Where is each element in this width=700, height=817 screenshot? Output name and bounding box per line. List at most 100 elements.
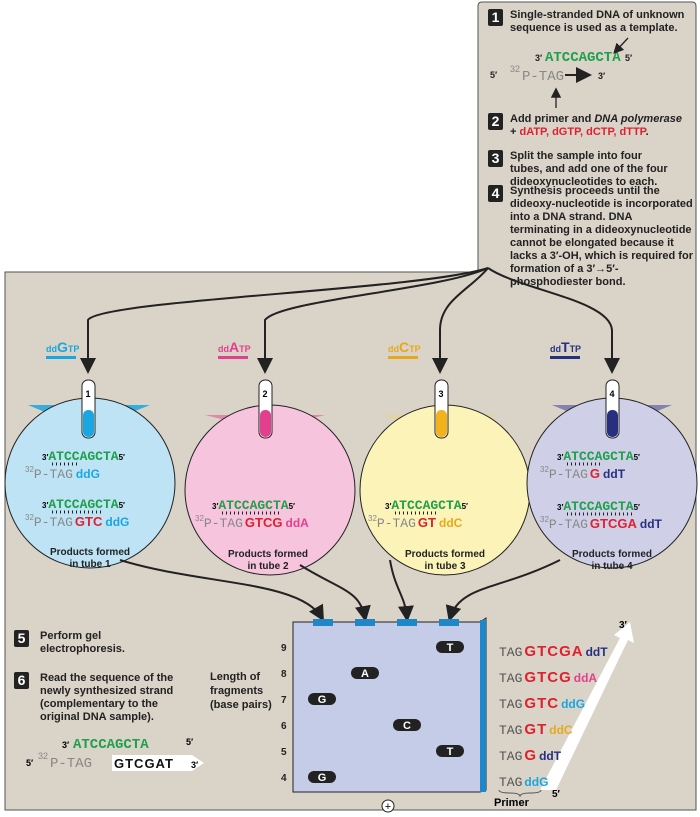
gel-bands: T A G C T G — [308, 641, 464, 784]
tube-4: 4 — [605, 379, 620, 439]
svg-text:GTCGAT: GTCGAT — [114, 756, 174, 771]
step-5-text: Perform gel electrophoresis. — [40, 630, 125, 655]
step-3-number: 3 — [488, 150, 503, 167]
length-label: Length of fragments (base pairs) — [210, 671, 272, 711]
gel-band: G — [308, 693, 336, 706]
svg-text:3: 3 — [438, 389, 443, 399]
svg-text:Length of: Length of — [210, 671, 260, 683]
svg-text:3′: 3′ — [191, 760, 198, 770]
length-tick-label: 8 — [281, 669, 287, 680]
gel-band: T — [436, 641, 464, 654]
svg-text:4: 4 — [609, 389, 614, 399]
step-6-number: 6 — [14, 672, 29, 689]
tube-2: 2 — [258, 379, 273, 439]
svg-text:ddGTP: ddGTP — [46, 339, 79, 355]
svg-text:32: 32 — [38, 751, 48, 761]
svg-text:(base pairs): (base pairs) — [210, 699, 272, 711]
svg-text:ddATP: ddATP — [218, 339, 251, 355]
svg-text:ATCCAGCTA: ATCCAGCTA — [545, 50, 621, 66]
svg-text:ddCTP: ddCTP — [388, 339, 421, 355]
gel-loading-arrows — [119, 559, 561, 622]
svg-text:ddTTP: ddTTP — [550, 339, 581, 355]
length-tick-label: 5 — [281, 747, 287, 758]
gel-band: G — [308, 771, 336, 784]
dideoxy-terminator: ddC — [439, 516, 463, 530]
step6-sequence: 3′ ATCCAGCTA 5′ 5′ 32 P-TAG GTCGAT 3′ — [26, 737, 204, 772]
svg-text:fragments: fragments — [210, 685, 263, 697]
template-strand: 3′ATCCAGCTA5′ — [42, 449, 125, 464]
dideoxy-terminator: ddA — [285, 516, 309, 530]
length-tick-label: 6 — [281, 721, 287, 732]
gel-band: C — [393, 719, 421, 732]
svg-text:3′: 3′ — [62, 740, 69, 750]
step1-dna: 3′ ATCCAGCTA 5′ 5′ 32 P-TAG 3′ — [490, 37, 632, 108]
svg-text:Products formed: Products formed — [572, 549, 652, 560]
length-tick-label: 9 — [281, 643, 287, 654]
svg-text:5′: 5′ — [490, 70, 497, 80]
svg-text:3′: 3′ — [619, 620, 628, 631]
svg-text:in tube 3: in tube 3 — [424, 561, 466, 572]
template-strand: 3′ATCCAGCTA5′ — [385, 498, 468, 513]
svg-text:3′: 3′ — [598, 71, 605, 81]
step-2-number: 2 — [488, 113, 503, 130]
svg-text:ATCCAGCTA: ATCCAGCTA — [73, 737, 149, 753]
svg-text:32: 32 — [510, 64, 520, 74]
anode-icon — [381, 799, 395, 813]
dideoxy-terminator: ddT — [640, 517, 663, 531]
tubes: 1 2 3 4 — [81, 379, 620, 439]
template-strand: 3′ATCCAGCTA5′ — [212, 498, 295, 513]
step-1-number: 1 — [488, 9, 503, 26]
gel-band: A — [351, 667, 379, 680]
gel-band: T — [436, 745, 464, 758]
svg-text:2: 2 — [262, 389, 267, 399]
step-3-text: Split the sample into four tubes, and ad… — [510, 150, 668, 188]
svg-text:Products formed: Products formed — [405, 549, 485, 560]
length-tick-label: 7 — [281, 695, 287, 706]
length-tick-label: 4 — [281, 773, 287, 784]
tube-3: 3 — [434, 379, 449, 439]
svg-text:3′: 3′ — [535, 53, 542, 63]
svg-text:in tube 2: in tube 2 — [247, 561, 289, 572]
dideoxy-terminator: ddG — [105, 515, 129, 529]
step-1-text: Single-stranded DNA of unknown sequence … — [510, 9, 685, 34]
svg-text:G: G — [318, 694, 327, 706]
svg-text:P-TAG: P-TAG — [50, 756, 92, 772]
step-6-text: Read the sequence of the newly synthesiz… — [40, 672, 174, 723]
step-4-text: Synthesis proceeds until the dideoxy-nuc… — [510, 185, 693, 288]
template-strand: 3′ATCCAGCTA5′ — [557, 449, 640, 464]
svg-text:5′: 5′ — [26, 758, 33, 768]
svg-text:P-TAG: P-TAG — [522, 69, 564, 85]
svg-text:in tube 4: in tube 4 — [591, 561, 633, 572]
step-2-text: Add primer and DNA polymerase+ dATP, dGT… — [510, 113, 682, 138]
svg-text:in tube 1: in tube 1 — [69, 559, 111, 570]
dideoxy-terminator: ddG — [76, 467, 100, 481]
svg-text:T: T — [447, 746, 454, 758]
ddntp-labels: ddGTP ddATP ddCTP ddTTP — [46, 339, 581, 359]
svg-text:5′: 5′ — [625, 53, 632, 63]
length-axis: 9 8 7 6 5 4 — [281, 643, 287, 784]
step-5-number: 5 — [14, 630, 29, 647]
template-strand: 3′ATCCAGCTA5′ — [557, 499, 640, 514]
step-4-number: 4 — [488, 185, 503, 202]
svg-text:Products formed: Products formed — [50, 547, 130, 558]
